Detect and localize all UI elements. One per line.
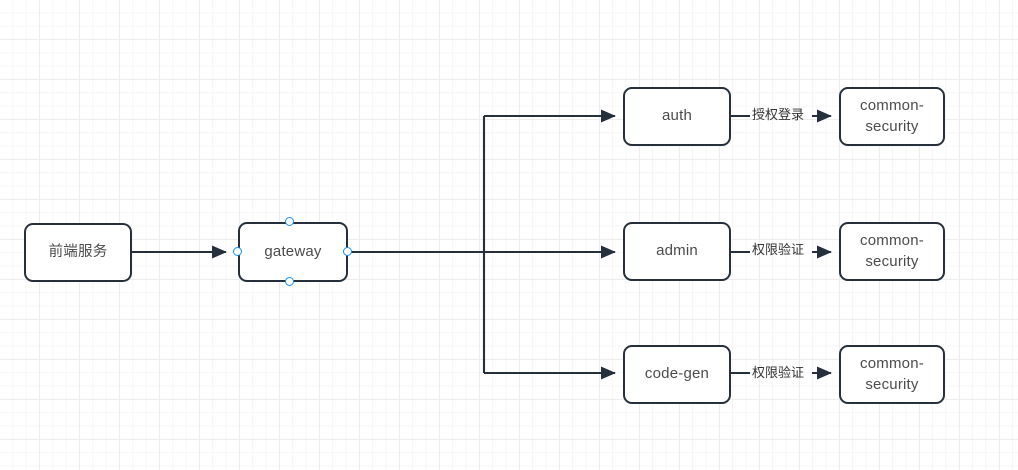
node-admin-label: admin <box>656 242 698 260</box>
node-admin[interactable]: admin <box>623 222 731 281</box>
node-common-security-code-gen-label: common- security <box>860 355 924 393</box>
node-common-security-auth-label: common- security <box>860 97 924 135</box>
connection-handle-gateway-right[interactable] <box>343 247 352 256</box>
node-gateway-label: gateway <box>264 242 322 260</box>
connection-handle-gateway-left[interactable] <box>233 247 242 256</box>
node-frontend[interactable]: 前端服务 <box>24 223 132 282</box>
edge-label-admin-to-common-security[interactable]: 权限验证 <box>752 243 805 258</box>
node-common-security-admin-label: common- security <box>860 232 924 270</box>
node-code-gen[interactable]: code-gen <box>623 345 731 404</box>
node-code-gen-label: code-gen <box>644 365 710 383</box>
node-auth-label: auth <box>662 107 692 125</box>
node-auth[interactable]: auth <box>623 87 731 146</box>
node-common-security-code-gen[interactable]: common- security <box>839 345 945 404</box>
edge-label-codegen-to-common-security[interactable]: 权限验证 <box>752 366 805 381</box>
connection-handle-gateway-bottom[interactable] <box>285 277 294 286</box>
node-frontend-label: 前端服务 <box>48 243 108 260</box>
edge-label-auth-to-common-security[interactable]: 授权登录 <box>752 108 805 123</box>
node-common-security-admin[interactable]: common- security <box>839 222 945 281</box>
node-gateway[interactable]: gateway <box>238 222 348 282</box>
node-common-security-auth[interactable]: common- security <box>839 87 945 146</box>
connection-handle-gateway-top[interactable] <box>285 217 294 226</box>
